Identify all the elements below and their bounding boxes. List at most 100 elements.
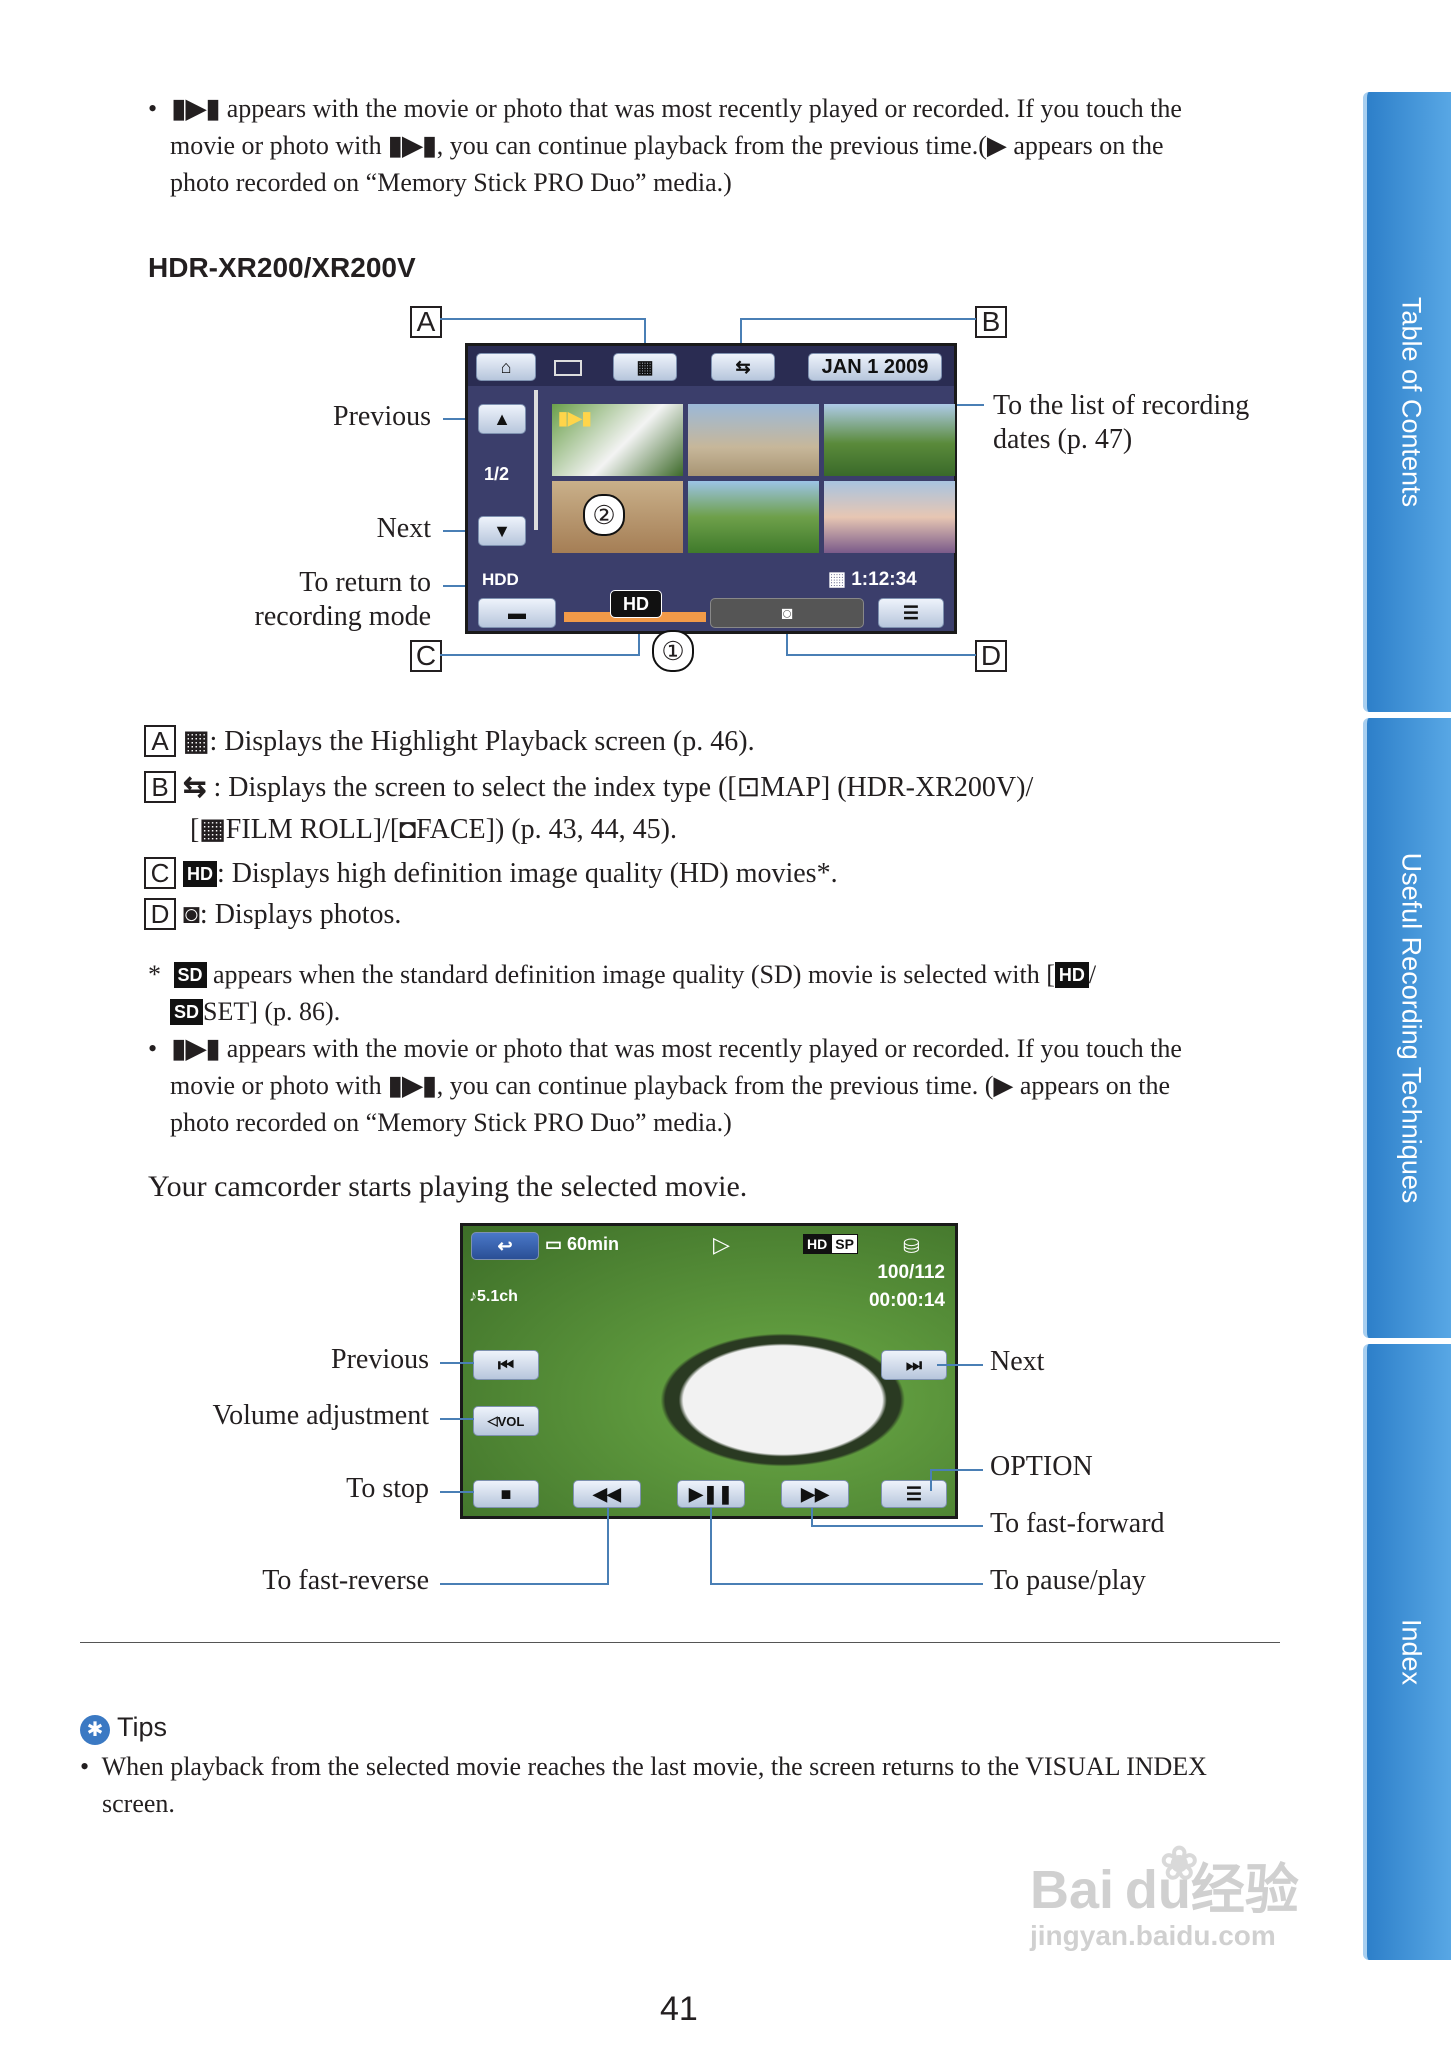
- total-time: ▦ 1:12:34: [828, 569, 917, 590]
- index-screen: ⌂ ▦ ⇆ JAN 1 2009 ▲ 1/2 ▼ ▮▶▮ ② HDD ▦ 1:1…: [465, 343, 957, 634]
- option-button-2[interactable]: ☰: [881, 1480, 947, 1508]
- pause-play-button[interactable]: ▶❚❚: [677, 1480, 745, 1508]
- thumbnail-landscape[interactable]: [824, 404, 955, 476]
- label-return-2: recording mode: [254, 601, 432, 632]
- stop-icon: ■: [500, 1483, 512, 1504]
- label-next: Next: [376, 513, 431, 544]
- home-button[interactable]: ⌂: [476, 353, 536, 381]
- volume-button[interactable]: ◁VOL: [473, 1406, 539, 1436]
- legend-a: A ▦: Displays the Highlight Playback scr…: [144, 722, 755, 760]
- thumbnail-girl[interactable]: [824, 481, 955, 553]
- next-button[interactable]: ⏭: [881, 1350, 947, 1380]
- bullet2-line2: movie or photo with ▮▶▮, you can continu…: [170, 1070, 1171, 1100]
- fast-reverse-button[interactable]: ◀◀: [573, 1480, 641, 1508]
- camera-photo-icon: ◙: [781, 602, 793, 623]
- label-return-1: To return to: [299, 567, 431, 598]
- playing-text: Your camcorder starts playing the select…: [148, 1170, 748, 1203]
- hd-movies-button[interactable]: HD: [610, 590, 662, 618]
- tab-table-of-contents[interactable]: Table of Contents: [1363, 92, 1451, 712]
- tips-line1: • When playback from the selected movie …: [80, 1752, 1207, 1781]
- label-pause-play: To pause/play: [990, 1565, 1146, 1596]
- touch-step-1: ①: [652, 630, 694, 672]
- movie-counter: 100/112: [877, 1262, 945, 1283]
- legend-d: D ◙: Displays photos.: [144, 895, 401, 933]
- media-label: HDD: [482, 570, 519, 589]
- resume-icon: ▮▶▮: [388, 1070, 437, 1100]
- bullet2-line1: • ▮▶▮ appears with the movie or photo th…: [148, 1033, 1182, 1063]
- option-button[interactable]: ☰: [878, 598, 944, 628]
- battery-remaining: ▭ 60min: [545, 1234, 620, 1254]
- thumbnail-golf[interactable]: [688, 481, 819, 553]
- tab-useful-recording-techniques[interactable]: Useful Recording Techniques: [1363, 718, 1451, 1338]
- audio-mode: ♪5.1ch: [469, 1288, 518, 1305]
- return-arrow-icon: ↩: [497, 1235, 513, 1256]
- option-icon: ☰: [902, 602, 920, 623]
- bullet-dot: •: [148, 1034, 158, 1063]
- section-divider: [80, 1642, 1280, 1643]
- previous-button[interactable]: ⏮: [473, 1350, 539, 1380]
- fast-forward-button[interactable]: ▶▶: [781, 1480, 849, 1508]
- top-bullet-line2: movie or photo with ▮▶▮, you can continu…: [170, 130, 1164, 160]
- speaker-icon: ◁: [487, 1413, 498, 1428]
- page-number: 41: [660, 1990, 698, 2028]
- play-icon: ▶: [986, 131, 1007, 160]
- legend-b-line1: B ⇆ : Displays the screen to select the …: [144, 768, 1033, 806]
- camera-photo-icon: ◙: [183, 898, 200, 929]
- resume-icon: ▮▶▮: [171, 1033, 221, 1063]
- page-indicator: 1/2: [484, 464, 510, 484]
- index-type-icon: ⇆: [735, 356, 751, 377]
- thumbnail-beach-dog[interactable]: [688, 404, 819, 476]
- timecode: 00:00:14: [868, 1290, 945, 1311]
- return-button[interactable]: ↩: [471, 1232, 539, 1260]
- fast-forward-icon: ▶▶: [801, 1483, 829, 1504]
- index-type-button[interactable]: ⇆: [711, 353, 775, 381]
- hdd-icon: ⛁: [903, 1236, 920, 1258]
- fast-reverse-icon: ◀◀: [593, 1483, 621, 1504]
- label-stop: To stop: [346, 1473, 429, 1504]
- model-heading: HDR-XR200/XR200V: [148, 252, 416, 283]
- photos-button[interactable]: ◙: [710, 598, 864, 628]
- film-roll-icon: ▦: [199, 813, 226, 844]
- legend-b-line2: [▦FILM ROLL]/[◘FACE]) (p. 43, 44, 45).: [190, 813, 677, 845]
- marker-a: A: [410, 306, 442, 338]
- sd-icon: SD: [170, 999, 204, 1025]
- up-arrow-icon: ▲: [493, 408, 511, 429]
- return-to-recording-button[interactable]: ▬: [478, 598, 556, 628]
- marker-c: C: [410, 640, 442, 672]
- tips-heading: ✱ Tips: [80, 1712, 167, 1745]
- resume-icon: ▮▶▮: [558, 408, 592, 428]
- top-bullet-line1: • ▮▶▮ appears with the movie or photo th…: [148, 93, 1182, 123]
- previous-page-button[interactable]: ▲: [478, 404, 526, 434]
- playing-status-icon: ▷: [713, 1232, 730, 1257]
- play-pause-icon: ▶❚❚: [688, 1483, 733, 1504]
- label-previous: Previous: [333, 401, 431, 432]
- label-fast-reverse: To fast-reverse: [262, 1565, 429, 1596]
- camera-icon: ▬: [508, 602, 526, 623]
- lightbulb-icon: ✱: [80, 1715, 110, 1745]
- film-icon: ▦: [828, 569, 846, 590]
- bullet-dot: •: [148, 94, 158, 123]
- date-list-button[interactable]: JAN 1 2009: [808, 353, 942, 381]
- label-next-2: Next: [990, 1346, 1045, 1377]
- label-dates-1: To the list of recording: [993, 390, 1250, 421]
- down-arrow-icon: ▼: [493, 520, 511, 541]
- skip-back-icon: ⏮: [497, 1354, 515, 1375]
- stop-button[interactable]: ■: [473, 1480, 539, 1508]
- battery-icon: ▭: [545, 1234, 563, 1254]
- thumbnail-dalmatian[interactable]: ▮▶▮: [552, 404, 683, 476]
- hd-icon: HD: [183, 861, 217, 887]
- label-previous-2: Previous: [331, 1344, 429, 1375]
- paw-icon: ❀: [1160, 1837, 1199, 1889]
- label-volume: Volume adjustment: [212, 1400, 429, 1431]
- resume-icon: ▮▶▮: [171, 93, 221, 123]
- play-icon: ▶: [993, 1071, 1014, 1100]
- highlight-playback-button[interactable]: ▦: [613, 353, 677, 381]
- index-type-icon: ⇆: [183, 771, 207, 802]
- top-bullet-line3: photo recorded on “Memory Stick PRO Duo”…: [170, 168, 732, 197]
- next-page-button[interactable]: ▼: [478, 516, 526, 546]
- bullet2-line3: photo recorded on “Memory Stick PRO Duo”…: [170, 1108, 732, 1137]
- tab-index[interactable]: Index: [1363, 1344, 1451, 1960]
- map-icon: ⊡: [736, 772, 761, 803]
